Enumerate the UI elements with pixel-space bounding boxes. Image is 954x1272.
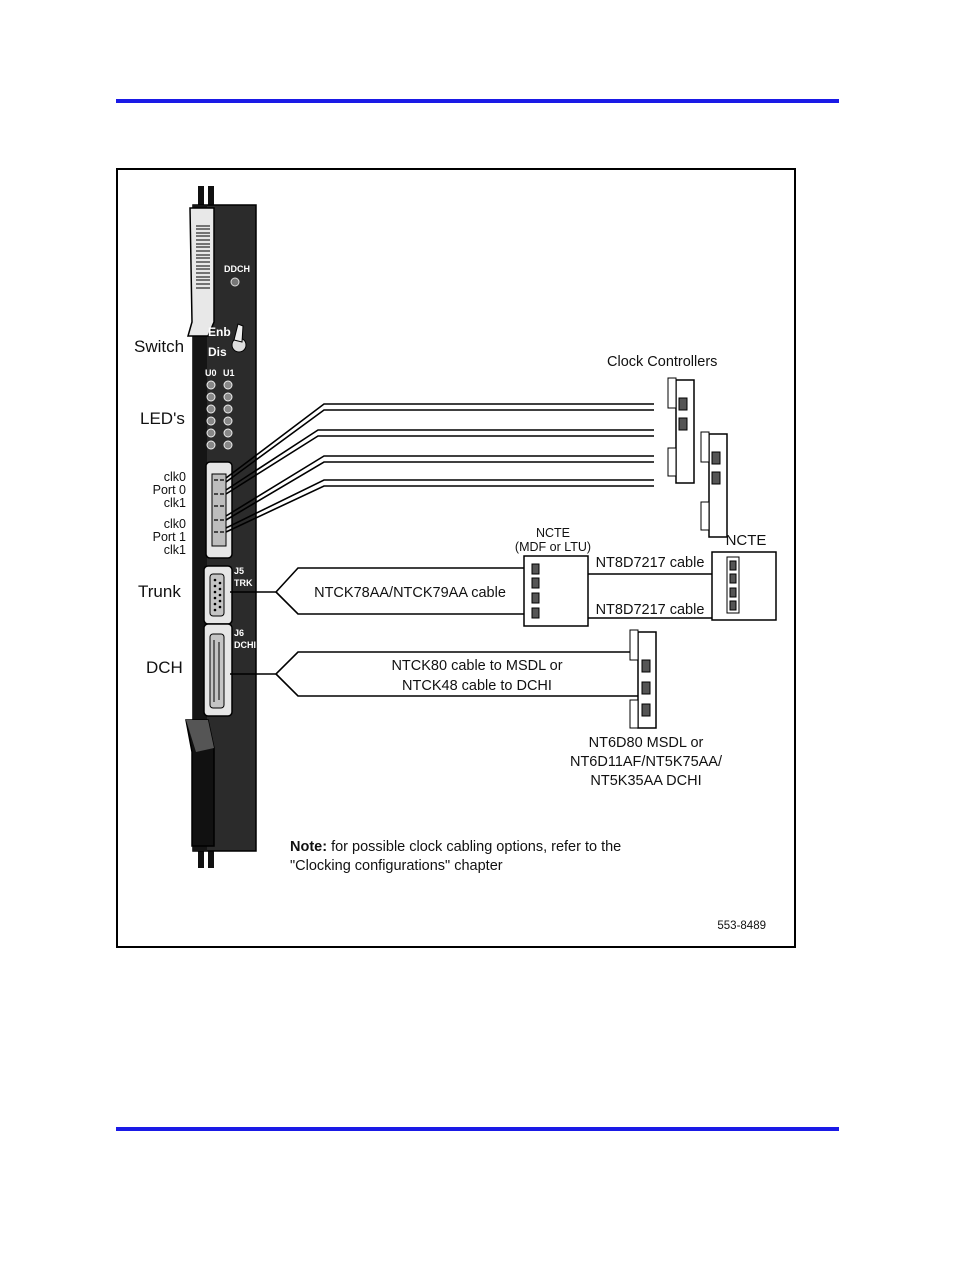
enable-disable-toggle[interactable]: [231, 323, 247, 353]
clock-cables: [225, 403, 654, 533]
ncte-left-sublabel: (MDF or LTU): [515, 540, 591, 554]
clk1-port0-label: clk1: [164, 496, 186, 510]
msdl-label-line3: NT5K35AA DCHI: [590, 773, 701, 789]
dch-cable: [230, 651, 640, 697]
trunk-cable-label: NTCK78AA/NTCK79AA cable: [314, 585, 506, 601]
nt8d7217-cable-bottom-label: NT8D7217 cable: [596, 602, 705, 618]
u1-label: U1: [223, 368, 235, 378]
note-line2: "Clocking configurations" chapter: [290, 858, 503, 874]
top-rule: [116, 99, 839, 103]
enb-label: Enb: [208, 325, 231, 339]
note-line1: Note: for possible clock cabling options…: [290, 839, 621, 855]
j6-label: J6: [234, 628, 244, 638]
trunk-cable: [230, 567, 524, 615]
dch-cable-label-line1: NTCK80 cable to MSDL or: [391, 658, 562, 674]
leds-label: LED's: [140, 409, 185, 428]
dch-cable-label-line2: NTCK48 cable to DCHI: [402, 678, 552, 694]
j6-dchi-connector[interactable]: [203, 623, 233, 717]
ddch-label: DDCH: [224, 264, 250, 274]
clock-controllers-label: Clock Controllers: [607, 354, 717, 370]
j5-trunk-connector[interactable]: [203, 565, 233, 625]
clk0-port1-label: clk0: [164, 517, 186, 531]
nt8d7217-cable-top-label: NT8D7217 cable: [596, 555, 705, 571]
led-array: [206, 380, 233, 450]
figure-id: 553-8489: [717, 920, 766, 932]
port0-label: Port 0: [153, 483, 186, 497]
msdl-label-line2: NT6D11AF/NT5K75AA/: [570, 754, 723, 770]
clock-port-connector[interactable]: [205, 461, 233, 559]
ncte-right-box: [711, 551, 777, 621]
dch-label: DCH: [146, 658, 183, 677]
ddch-led: [230, 277, 240, 287]
note-text: for possible clock cabling options, refe…: [327, 839, 621, 855]
clk1-port1-label: clk1: [164, 543, 186, 557]
port1-label: Port 1: [153, 530, 186, 544]
u0-label: U0: [205, 368, 217, 378]
clk0-port0-label: clk0: [164, 470, 186, 484]
clock-controller-2: [700, 431, 728, 538]
msdl-dchi-card: [629, 629, 657, 729]
ncte-left-label: NCTE: [536, 526, 570, 540]
msdl-label-line1: NT6D80 MSDL or: [589, 735, 704, 751]
dchi-card-label: DCHI: [234, 640, 256, 650]
barcode: [196, 225, 210, 289]
trk-label: TRK: [234, 578, 253, 588]
trunk-label: Trunk: [138, 582, 181, 601]
bottom-rule: [116, 1127, 839, 1131]
nt8d7217-cables: [588, 573, 712, 619]
note-bold: Note:: [290, 839, 327, 855]
dis-label: Dis: [208, 345, 227, 359]
switch-label: Switch: [134, 337, 184, 356]
ncte-right-label: NCTE: [726, 532, 767, 549]
ncte-mdf-ltu-box: [523, 555, 589, 627]
j5-label: J5: [234, 566, 244, 576]
clock-controller-1: [667, 377, 695, 484]
figure-frame: [116, 168, 796, 948]
